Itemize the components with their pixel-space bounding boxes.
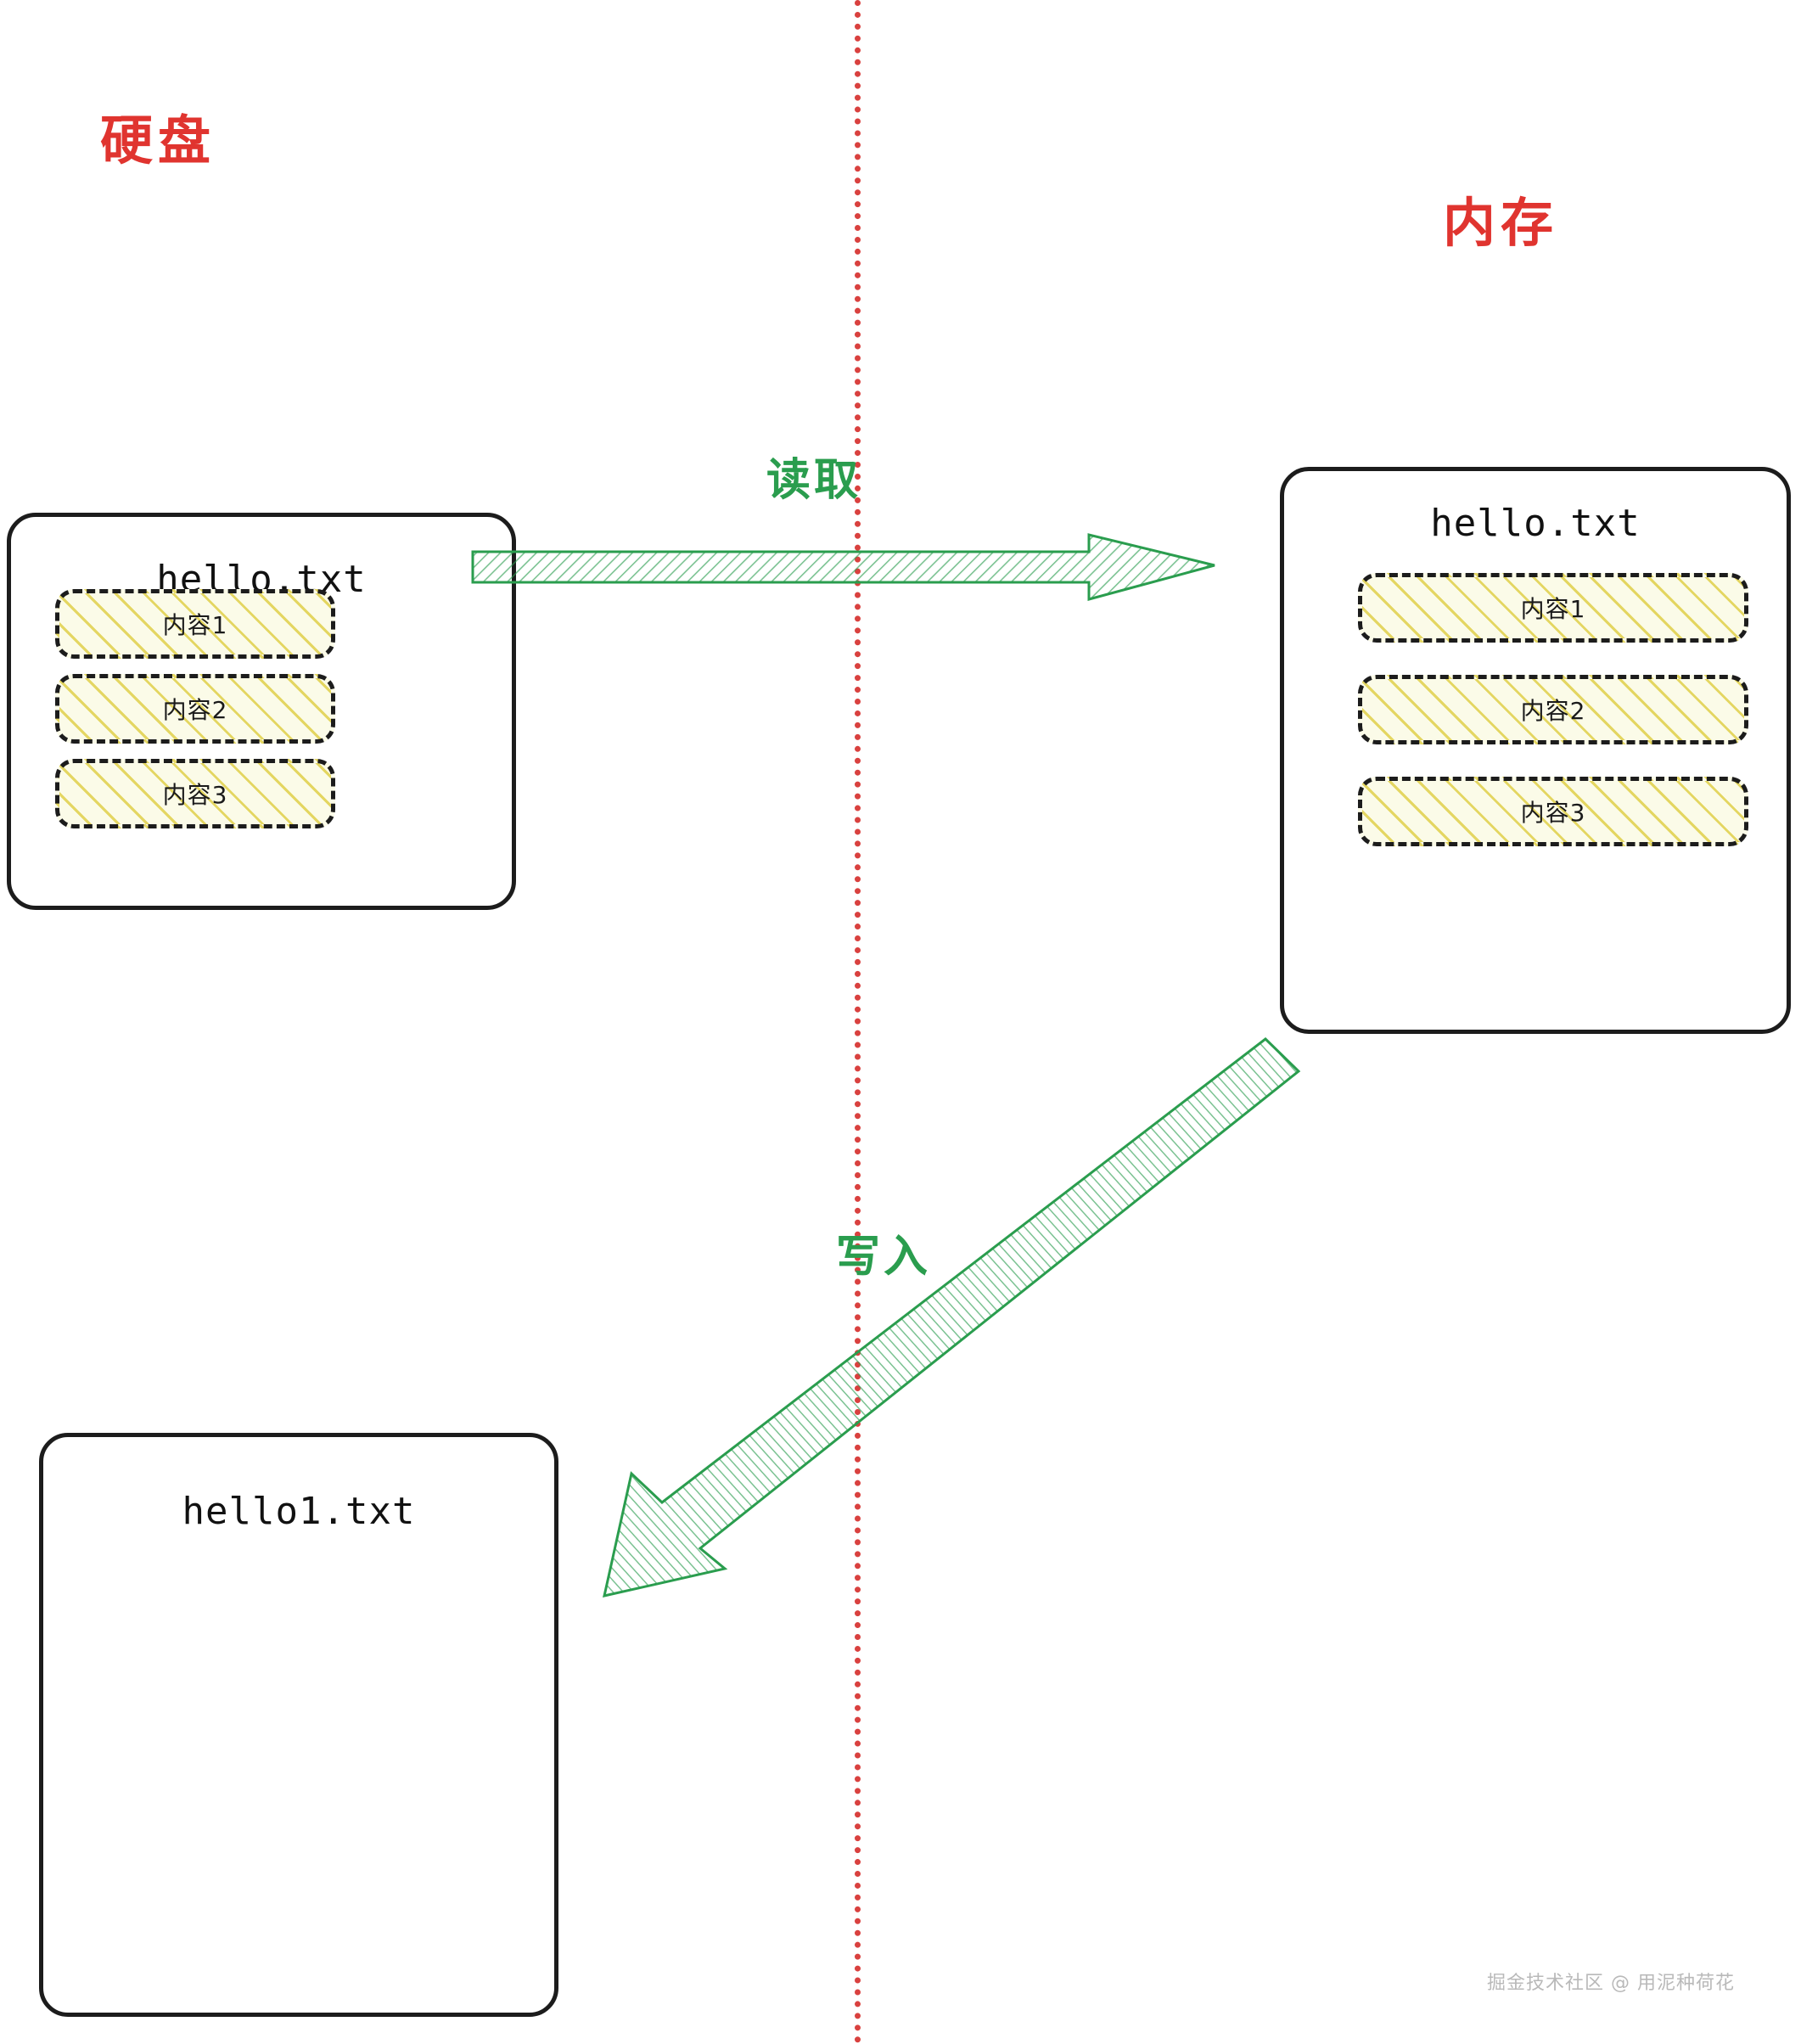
- disk-memory-divider: [855, 0, 861, 2044]
- chunk-label: 内容2: [1520, 697, 1586, 725]
- memory-content-chunk: 内容1: [1358, 573, 1748, 643]
- memory-side-caption: 内存: [1443, 192, 1559, 254]
- memory-file-card: hello.txt 内容1 内容2 内容3: [1280, 467, 1791, 1034]
- memory-content-chunk: 内容3: [1358, 777, 1748, 846]
- memory-content-chunk: 内容2: [1358, 675, 1748, 744]
- memory-file-title: hello.txt: [1430, 502, 1641, 545]
- disk-content-chunk: 内容2: [55, 674, 335, 744]
- disk-new-file-card: hello1.txt: [39, 1433, 558, 2017]
- write-arrow: [603, 1037, 1301, 1598]
- disk-file-card: hello.txt 内容1 内容2 内容3: [7, 513, 516, 910]
- chunk-label: 内容1: [1520, 595, 1586, 623]
- chunk-label: 内容3: [162, 781, 228, 809]
- disk-new-file-title: hello1.txt: [182, 1490, 416, 1533]
- read-arrow: [471, 533, 1215, 601]
- chunk-label: 内容2: [162, 696, 228, 724]
- chunk-label: 内容3: [1520, 799, 1586, 827]
- watermark-text: 掘金技术社区 @ 用泥种荷花: [1487, 1973, 1735, 1994]
- read-arrow-label: 读取: [766, 455, 862, 506]
- disk-content-chunk: 内容3: [55, 759, 335, 828]
- disk-content-chunk: 内容1: [55, 589, 335, 659]
- write-arrow-label: 写入: [836, 1232, 932, 1283]
- chunk-label: 内容1: [162, 611, 228, 639]
- disk-side-caption: 硬盘: [100, 110, 216, 171]
